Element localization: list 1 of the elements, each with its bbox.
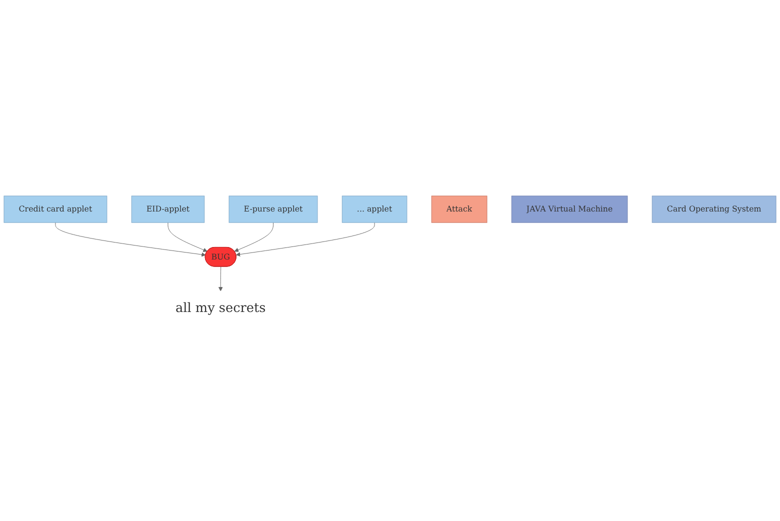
node-text: all my secrets: [176, 300, 266, 316]
